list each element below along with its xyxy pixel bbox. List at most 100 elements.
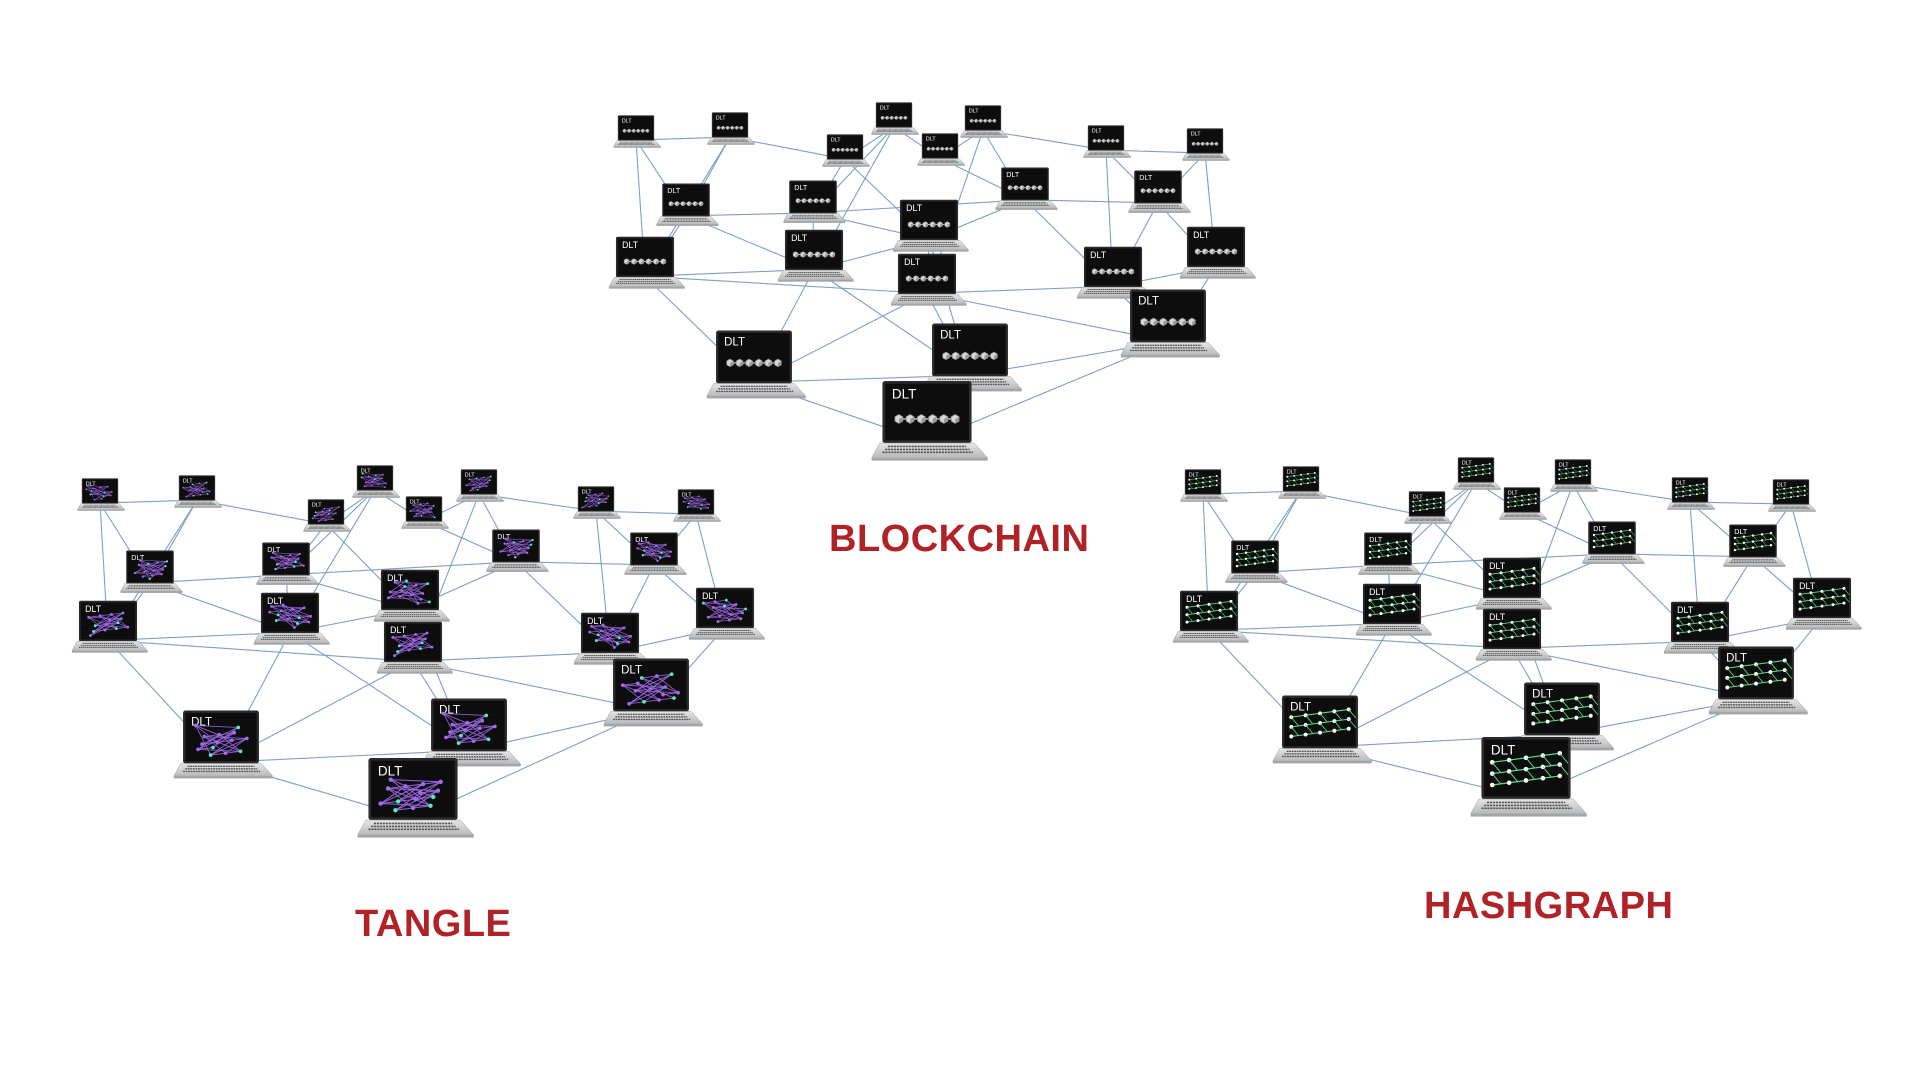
hashgraph-gossip: [1843, 595, 1850, 603]
hashgraph-gossip: [1561, 700, 1570, 710]
tangle-edge: [397, 639, 415, 652]
tangle-vertex: [471, 739, 476, 744]
block-cube-shade: [803, 253, 806, 258]
tangle-vertex: [661, 692, 665, 697]
hashgraph-gossip: [1290, 716, 1299, 727]
tangle-vertex: [378, 801, 383, 806]
tangle-vertex: [195, 488, 198, 491]
tangle-edge: [204, 736, 226, 754]
block-cube-shade: [677, 202, 680, 207]
tangle-vertex: [655, 544, 658, 548]
hashgraph-gossip: [1533, 619, 1540, 627]
tangle-vertex: [651, 552, 654, 556]
tangle-vertex: [86, 484, 89, 487]
tangle-vertex: [427, 600, 431, 604]
hashgraph-gossip: [1533, 568, 1540, 576]
hashgraph-gossip: [1602, 533, 1608, 540]
tangle-edge: [405, 783, 424, 787]
tangle-edge: [365, 475, 376, 483]
tangle-edge: [641, 677, 664, 695]
tangle-vertex: [422, 512, 425, 514]
tangle-edge: [195, 725, 212, 756]
tangle-vertex: [208, 753, 213, 757]
hashgraph-gossip: [1528, 494, 1533, 500]
hashgraph-gossip: [1468, 466, 1473, 472]
laptop-node: DLT: [613, 115, 662, 148]
tangle-vertex: [275, 563, 279, 566]
tangle-edge: [479, 486, 487, 488]
laptop-edge: [421, 764, 521, 767]
tangle-vertex: [504, 537, 508, 540]
tangle-edge: [519, 547, 529, 550]
tangle-vertex: [664, 543, 667, 546]
laptop-edge: [783, 221, 846, 223]
laptop-base: [1785, 617, 1863, 629]
hashgraph-event: [1695, 493, 1698, 496]
network-link: [926, 292, 1169, 342]
tangle-edge: [314, 508, 325, 517]
tangle-edge: [644, 699, 660, 703]
hashgraph-gossip: [1413, 501, 1417, 506]
laptop-node: DLT: [373, 569, 451, 622]
tangle-edge: [199, 482, 207, 484]
tangle-edge: [269, 610, 282, 613]
tangle-vertex: [133, 571, 137, 575]
tangle-vertex: [706, 615, 710, 619]
tangle-vertex: [419, 503, 422, 506]
block-cube-shade: [656, 260, 659, 265]
tangle-vertex: [403, 585, 407, 588]
tangle-edge: [371, 484, 379, 486]
hashgraph-event: [1185, 620, 1189, 624]
tangle-edge: [153, 569, 163, 571]
tangle-edge: [87, 485, 108, 487]
laptop-node: DLT: [1785, 577, 1863, 630]
hashgraph-gossip: [1426, 504, 1431, 509]
tangle-edge: [375, 475, 387, 484]
tangle-vertex: [469, 489, 472, 492]
hashgraph-event: [1401, 609, 1405, 613]
hashgraph-gossip: [1726, 667, 1735, 678]
laptop-base: [917, 158, 966, 165]
tangle-edge: [395, 807, 414, 811]
tangle-edge: [97, 492, 105, 494]
tangle-vertex: [486, 737, 491, 742]
tangle-vertex: [201, 491, 204, 494]
tangle-edge: [638, 543, 653, 555]
laptop-node: DLT: [871, 102, 920, 135]
block-cube-shade: [916, 277, 919, 282]
tangle-vertex: [413, 796, 418, 802]
tangle-vertex: [507, 553, 510, 557]
block-cube-shade: [1161, 189, 1164, 194]
tangle-vertex: [314, 511, 317, 514]
tangle-vertex: [708, 503, 711, 506]
hashgraph-gossip: [1810, 592, 1817, 600]
hashgraph-gossip: [1682, 491, 1687, 496]
tangle-vertex: [409, 593, 413, 597]
tangle-vertex: [479, 482, 482, 485]
hashgraph-gossip: [1413, 594, 1420, 602]
laptop-base: [1172, 630, 1250, 642]
tangle-edge: [398, 798, 416, 802]
laptop-edge: [1225, 581, 1288, 583]
laptop-node: DLT: [1550, 459, 1599, 492]
block-cube-shade: [842, 148, 845, 152]
tangle-edge: [104, 491, 112, 493]
block-cube-shade: [930, 277, 934, 282]
network-link: [1511, 647, 1757, 699]
hashgraph-event: [1739, 683, 1744, 688]
tangle-edge: [321, 513, 329, 516]
tangle-edge: [663, 692, 679, 696]
tangle-vertex: [230, 738, 234, 743]
block-cube-shade: [908, 277, 912, 282]
tangle-edge: [399, 594, 412, 597]
hashgraph-gossip: [1391, 604, 1398, 612]
hashgraph-gossip: [1202, 477, 1207, 483]
block-cube-shade: [1099, 139, 1101, 143]
block-cube-shade: [947, 223, 950, 228]
tangle-vertex: [694, 505, 696, 508]
hashgraph-gossip: [1783, 488, 1788, 494]
laptop-edge: [917, 164, 965, 166]
block-cube-shade: [795, 253, 799, 258]
tangle-vertex: [393, 654, 396, 657]
tangle-vertex: [516, 552, 519, 556]
